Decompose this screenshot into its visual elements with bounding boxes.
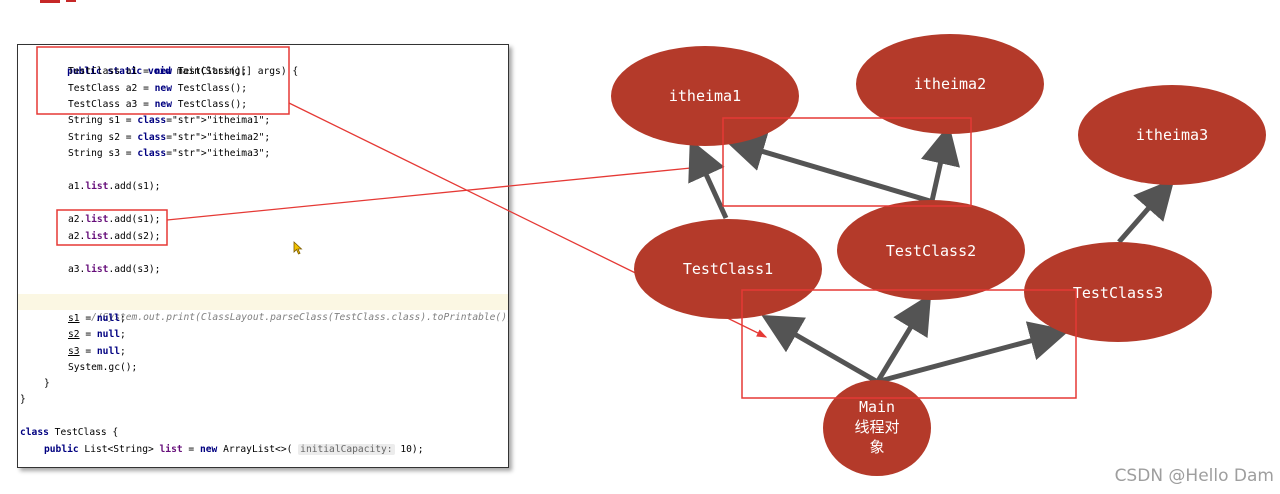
code-line-s3: String s3 = class="str">"itheima3"; <box>68 148 271 159</box>
code-line-s2-null: s2 = null; <box>68 329 126 340</box>
mouse-cursor-icon <box>293 241 303 255</box>
node-testclass1-label: TestClass1 <box>683 260 773 278</box>
node-itheima2: itheima2 <box>856 34 1044 134</box>
code-line-s1-null: s1 = null; <box>68 313 126 324</box>
code-editor-panel: public static void main(String[] args) {… <box>17 44 509 468</box>
node-testclass1: TestClass1 <box>634 219 822 319</box>
code-line-class-decl: class TestClass { <box>20 427 119 438</box>
top-red-mark <box>40 0 60 3</box>
node-itheima1-label: itheima1 <box>669 87 741 105</box>
code-line-s1: String s1 = class="str">"itheima1"; <box>68 115 271 126</box>
code-line-list-field: public List<String> list = new ArrayList… <box>44 444 424 455</box>
node-testclass2: TestClass2 <box>837 200 1025 300</box>
edge-testclass2-itheima2 <box>920 124 960 202</box>
edge-testclass2-itheima1 <box>724 132 931 204</box>
edge-main-testclass2 <box>875 293 932 383</box>
code-line-a1: TestClass a1 = new TestClass(); <box>68 66 248 77</box>
node-main-label-3: 象 <box>869 438 884 456</box>
node-itheima3-label: itheima3 <box>1136 126 1208 144</box>
node-testclass2-label: TestClass2 <box>886 242 976 260</box>
node-itheima1: itheima1 <box>611 46 799 146</box>
code-line-gc: System.gc(); <box>68 362 138 373</box>
code-line-a3: TestClass a3 = new TestClass(); <box>68 99 248 110</box>
node-main-thread: Main 线程对 象 <box>823 380 931 476</box>
top-red-mark-2 <box>66 0 76 2</box>
edge-testclass3-itheima3 <box>1117 178 1175 244</box>
node-main-label-1: Main <box>859 398 895 416</box>
code-line-close-method: } <box>44 378 50 389</box>
code-line-s2: String s2 = class="str">"itheima2"; <box>68 132 271 143</box>
red-arrow-to-itheima-refs <box>166 162 723 221</box>
code-line-s3-null: s3 = null; <box>68 346 126 357</box>
highlight-box-itheima-references <box>722 117 972 207</box>
code-line-main-signature: public static void main(String[] args) { <box>67 66 299 77</box>
edge-main-testclass1 <box>761 315 878 384</box>
edge-testclass1-itheima1 <box>688 138 729 220</box>
node-testclass3: TestClass3 <box>1024 242 1212 342</box>
code-line-a3-add: a3.list.add(s3); <box>68 264 161 275</box>
code-line-close-class: } <box>20 394 26 405</box>
watermark: CSDN @Hello Dam <box>1114 466 1274 486</box>
node-itheima2-label: itheima2 <box>914 75 986 93</box>
node-main-label-2: 线程对 <box>854 418 899 436</box>
code-line-a1-add: a1.list.add(s1); <box>68 181 161 192</box>
highlight-box-a2-add <box>56 209 168 246</box>
code-line-a2-add-s2: a2.list.add(s2); <box>68 231 161 242</box>
edge-main-testclass3 <box>879 321 1070 384</box>
code-line-comment: //System.out.print(ClassLayout.parseClas… <box>18 294 508 323</box>
node-itheima3: itheima3 <box>1078 85 1266 185</box>
highlight-box-main-references <box>741 289 1077 399</box>
code-line-a2: TestClass a2 = new TestClass(); <box>68 83 248 94</box>
node-testclass3-label: TestClass3 <box>1073 284 1163 302</box>
highlight-box-new-testclass <box>36 46 290 115</box>
code-line-a2-add-s1: a2.list.add(s1); <box>68 214 161 225</box>
